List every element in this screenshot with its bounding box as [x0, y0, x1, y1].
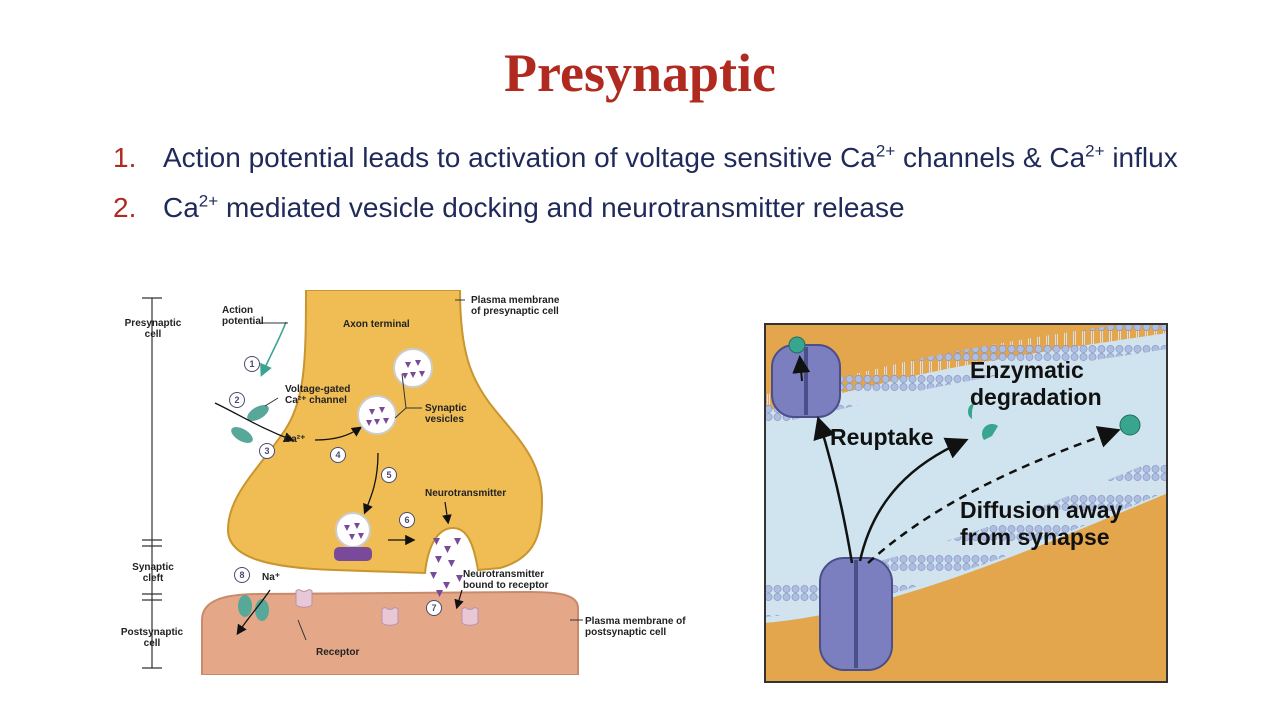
molecule-reuptaken [788, 336, 806, 354]
removal-diagram-art [764, 323, 1168, 683]
label-enzymatic-degradation: Enzymatic degradation [970, 357, 1102, 410]
step-7: 7 [426, 600, 442, 616]
label-reuptake: Reuptake [830, 424, 934, 450]
synaptic-vesicles [335, 348, 433, 548]
synapse-diagram [142, 290, 583, 675]
superscript: 2+ [875, 141, 896, 161]
label-na: Na⁺ [262, 572, 281, 583]
bullet-text: Action potential leads to activation of … [163, 142, 876, 173]
label-presynaptic-cell: Presynaptic cell [124, 318, 182, 340]
bullet-text: influx [1104, 142, 1178, 173]
bullet-text: channels & Ca [895, 142, 1086, 173]
step-1: 1 [244, 356, 260, 372]
superscript: 2+ [198, 191, 219, 211]
step-3: 3 [259, 443, 275, 459]
label-axon-terminal: Axon terminal [343, 319, 410, 330]
label-ca: Ca²⁺ [284, 434, 306, 445]
transporter-top [771, 344, 841, 418]
removal-diagram: Reuptake Enzymatic degradation Diffusion… [764, 323, 1168, 683]
transporter-bottom [819, 557, 893, 671]
bullet-number: 2. [113, 192, 137, 223]
diffusion-arrow [867, 426, 1121, 564]
cell-bracket [142, 297, 162, 669]
molecule-fragment-1 [967, 403, 974, 419]
bullet-text: Ca [163, 192, 199, 223]
label-action-potential: Action potential [222, 305, 264, 327]
calcium-channels [231, 405, 269, 443]
docking-protein [334, 547, 372, 561]
superscript: 2+ [1085, 141, 1105, 161]
vesicle-contents [344, 360, 425, 540]
bullet-item-1: 1. Action potential leads to activation … [113, 140, 1193, 176]
label-plasma-presyn: Plasma membrane of presynaptic cell [471, 295, 560, 317]
leader-lines [260, 299, 583, 641]
bullet-number: 1. [113, 142, 137, 173]
action-potential-arrow [260, 321, 287, 377]
reuptake-arrow [813, 416, 854, 564]
slide-title: Presynaptic [504, 43, 776, 103]
released-neurotransmitter [430, 538, 463, 597]
label-postsynaptic-cell: Postsynaptic cell [120, 627, 184, 649]
molecule-fragment-2 [982, 424, 998, 440]
presynaptic-membrane [764, 323, 1168, 427]
label-synaptic-vesicles: Synaptic vesicles [425, 403, 467, 425]
step-6: 6 [399, 512, 415, 528]
molecule-diffusing [1119, 414, 1141, 436]
postsynaptic-cell [201, 590, 579, 675]
step-4: 4 [330, 447, 346, 463]
label-plasma-postsyn: Plasma membrane of postsynaptic cell [585, 616, 686, 638]
step-2: 2 [229, 392, 245, 408]
label-neurotransmitter: Neurotransmitter [425, 488, 507, 499]
step-8: 8 [234, 567, 250, 583]
sodium-channel [238, 595, 269, 621]
bullet-text: mediated vesicle docking and neurotransm… [218, 192, 905, 223]
neurotransmitter-pointer [442, 501, 452, 525]
bound-pointer [454, 589, 464, 610]
vesicle-move-arrow [363, 452, 379, 515]
sodium-arrow [236, 589, 271, 636]
step-5: 5 [381, 467, 397, 483]
ca-influx-arrow [214, 402, 295, 443]
label-nt-bound: Neurotransmitter bound to receptor [463, 569, 549, 591]
label-voltage-gated-channel: Voltage-gated Ca²⁺ channel [285, 384, 351, 406]
label-diffusion: Diffusion away from synapse [960, 497, 1123, 550]
receptors [295, 589, 479, 626]
bullet-list: 1. Action potential leads to activation … [113, 140, 1193, 226]
label-receptor: Receptor [316, 647, 360, 658]
bullet-item-2: 2. Ca2+ mediated vesicle docking and neu… [113, 190, 1193, 226]
degradation-arrow [858, 437, 969, 562]
reuptake-inner-arrow [792, 355, 811, 382]
ca-to-vesicle-arrow [314, 426, 363, 441]
label-synaptic-cleft: Synaptic cleft [132, 562, 174, 584]
